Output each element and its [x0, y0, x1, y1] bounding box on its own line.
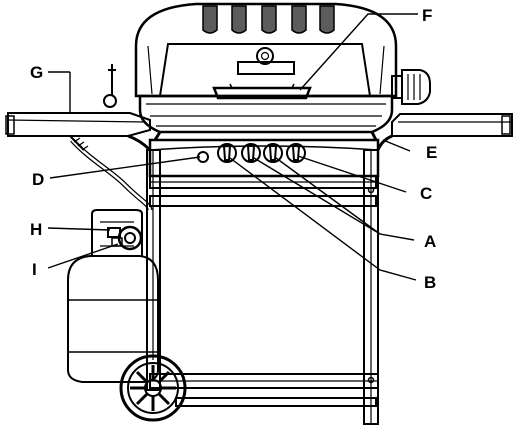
- cart-frame: [146, 149, 379, 425]
- callout-leaders: [47, 13, 418, 281]
- callout-label-i: I: [32, 260, 37, 279]
- burner-knob: [286, 143, 306, 163]
- right-shelf-bracket: [376, 134, 393, 151]
- firebox: [138, 94, 394, 141]
- tank-valve-regulator: [107, 225, 143, 251]
- grill-hood: [134, 2, 398, 100]
- rotisserie-bracket: [391, 69, 431, 105]
- callout-label-b: B: [424, 273, 436, 292]
- burner-knob: [217, 143, 237, 163]
- callout-label-c: C: [420, 184, 432, 203]
- callout-label-a: A: [424, 232, 436, 251]
- burner-knob: [263, 143, 283, 163]
- right-side-shelf: [391, 113, 513, 137]
- callout-labels: F G D E C A B H I: [30, 6, 437, 292]
- callout-label-g: G: [30, 63, 43, 82]
- left-side-shelf: [5, 112, 151, 137]
- burner-knob: [241, 143, 261, 163]
- callout-label-f: F: [422, 6, 432, 25]
- callout-label-h: H: [30, 220, 42, 239]
- left-shelf-bracket: [127, 134, 152, 152]
- callout-label-e: E: [426, 143, 437, 162]
- callout-label-d: D: [32, 170, 44, 189]
- side-burner-igniter: [103, 64, 117, 108]
